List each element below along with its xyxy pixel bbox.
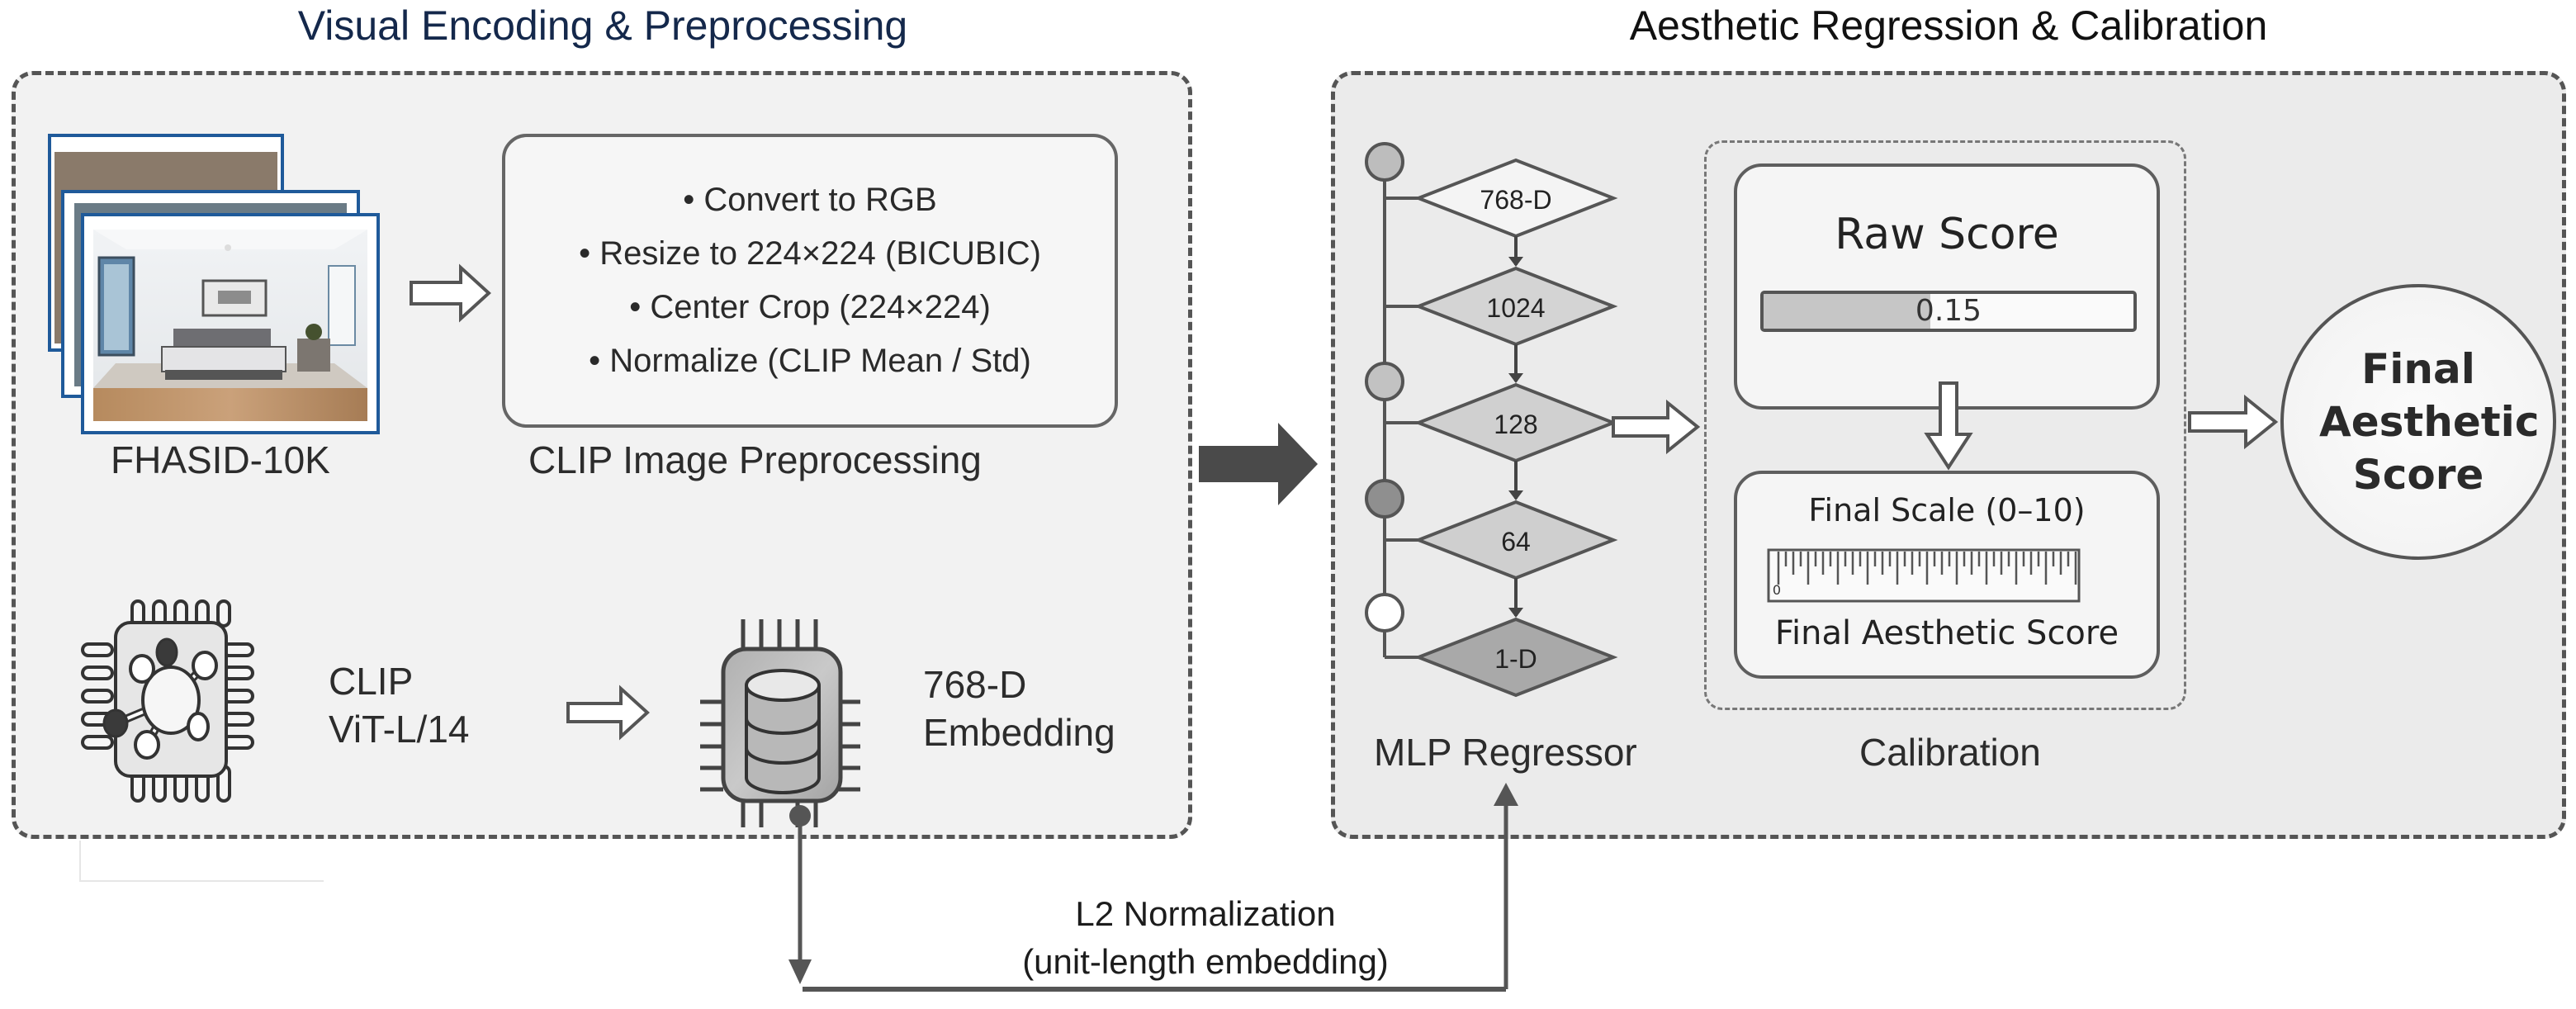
ghost-frame (79, 841, 324, 882)
arrow-down-icon (1924, 381, 1973, 471)
mlp-layer-diamond (1413, 266, 1618, 347)
arrow-right-icon (1612, 399, 1701, 455)
mlp-layer-label: 64 (1501, 527, 1531, 557)
mlp-layer-label: 768-D (1480, 185, 1551, 215)
mlp-node-circle (1365, 362, 1404, 401)
final-score-line: Aesthetic (2319, 398, 2540, 446)
arrow-right-icon (2188, 394, 2279, 450)
mlp-flow-arrowhead (1508, 257, 1523, 267)
chip-network-icon (81, 599, 254, 803)
normalization-subtitle: (unit-length embedding) (1022, 942, 1389, 981)
mlp-flow-arrowhead (1508, 373, 1523, 383)
final-score-line: Score (2352, 451, 2484, 499)
mlp-node-circle (1365, 593, 1404, 632)
final-score-line: Final (2361, 345, 2475, 393)
big-arrow-right-icon (1199, 423, 1318, 505)
normalization-title: L2 Normalization (1075, 894, 1336, 933)
encoder-variant: ViT-L/14 (329, 708, 470, 751)
encoder-name: CLIP (329, 660, 414, 703)
arrow-right-icon (410, 263, 491, 323)
section-title-aesthetic-regression: Aesthetic Regression & Calibration (1629, 2, 2268, 49)
embedding-label: 768-D Embedding (923, 661, 1115, 756)
mlp-flow-arrowhead (1508, 490, 1523, 500)
mlp-caption: MLP Regressor (1374, 731, 1637, 774)
mlp-layer-diamond (1413, 500, 1618, 580)
normalization-label: L2 Normalization (unit-length embedding) (908, 890, 1503, 986)
embedding-name: Embedding (923, 711, 1115, 754)
preprocessing-box: • Convert to RGB • Resize to 224×224 (BI… (502, 134, 1118, 428)
mlp-regressor-diagram: 768-D 1024 128 64 1-D (1365, 142, 1618, 698)
ruler-min-label: 0 (1773, 582, 1781, 598)
arrowhead-down-icon (788, 959, 812, 984)
arrow-right-icon (566, 685, 650, 741)
preprocessing-step: • Normalize (CLIP Mean / Std) (589, 343, 1031, 379)
final-scale-title: Final Scale (0–10) (1808, 492, 2086, 528)
image-stack-icon (48, 134, 380, 434)
calibration-caption: Calibration (1859, 731, 2041, 774)
encoder-label: CLIP ViT-L/14 (329, 657, 469, 753)
mlp-layer-diamond (1413, 617, 1618, 698)
final-score-label: Final Aesthetic Score (2319, 343, 2540, 501)
preprocessing-step: • Center Crop (224×224) (629, 289, 991, 325)
raw-score-bar-fill (1764, 294, 1930, 329)
preprocessing-step: • Resize to 224×224 (BICUBIC) (579, 235, 1041, 272)
calibration-group (1704, 140, 2186, 710)
preprocessing-step: • Convert to RGB (683, 182, 937, 218)
mlp-node-circle (1365, 142, 1404, 182)
section-title-visual-encoding: Visual Encoding & Preprocessing (297, 2, 908, 49)
raw-score-title: Raw Score (1835, 210, 2059, 259)
ruler-icon: 0 (1767, 548, 2081, 603)
bedroom-photo (93, 230, 367, 421)
raw-score-value: 0.15 (1915, 294, 1982, 328)
embedding-dim: 768-D (923, 663, 1027, 706)
final-scale-box: Final Scale (0–10) 0 Final Aesthetic Sco… (1734, 471, 2160, 679)
raw-score-bar: 0.15 (1760, 291, 2137, 332)
database-chip-icon (700, 619, 860, 827)
arrowhead-up-icon (1494, 783, 1518, 806)
final-scale-footer: Final Aesthetic Score (1774, 614, 2119, 652)
mlp-layer-label: 1024 (1486, 293, 1545, 323)
mlp-layer-label: 1-D (1494, 644, 1537, 674)
dataset-label: FHASID-10K (111, 438, 330, 481)
preprocessing-caption: CLIP Image Preprocessing (528, 438, 982, 481)
final-aesthetic-score-node: Final Aesthetic Score (2280, 284, 2556, 560)
mlp-layer-label: 128 (1494, 410, 1537, 439)
raw-score-box: Raw Score 0.15 (1734, 163, 2160, 410)
mlp-node-circle (1365, 479, 1404, 519)
mlp-layer-diamond (1413, 158, 1618, 239)
mlp-flow-arrowhead (1508, 608, 1523, 618)
ruler-body (1767, 548, 2081, 603)
